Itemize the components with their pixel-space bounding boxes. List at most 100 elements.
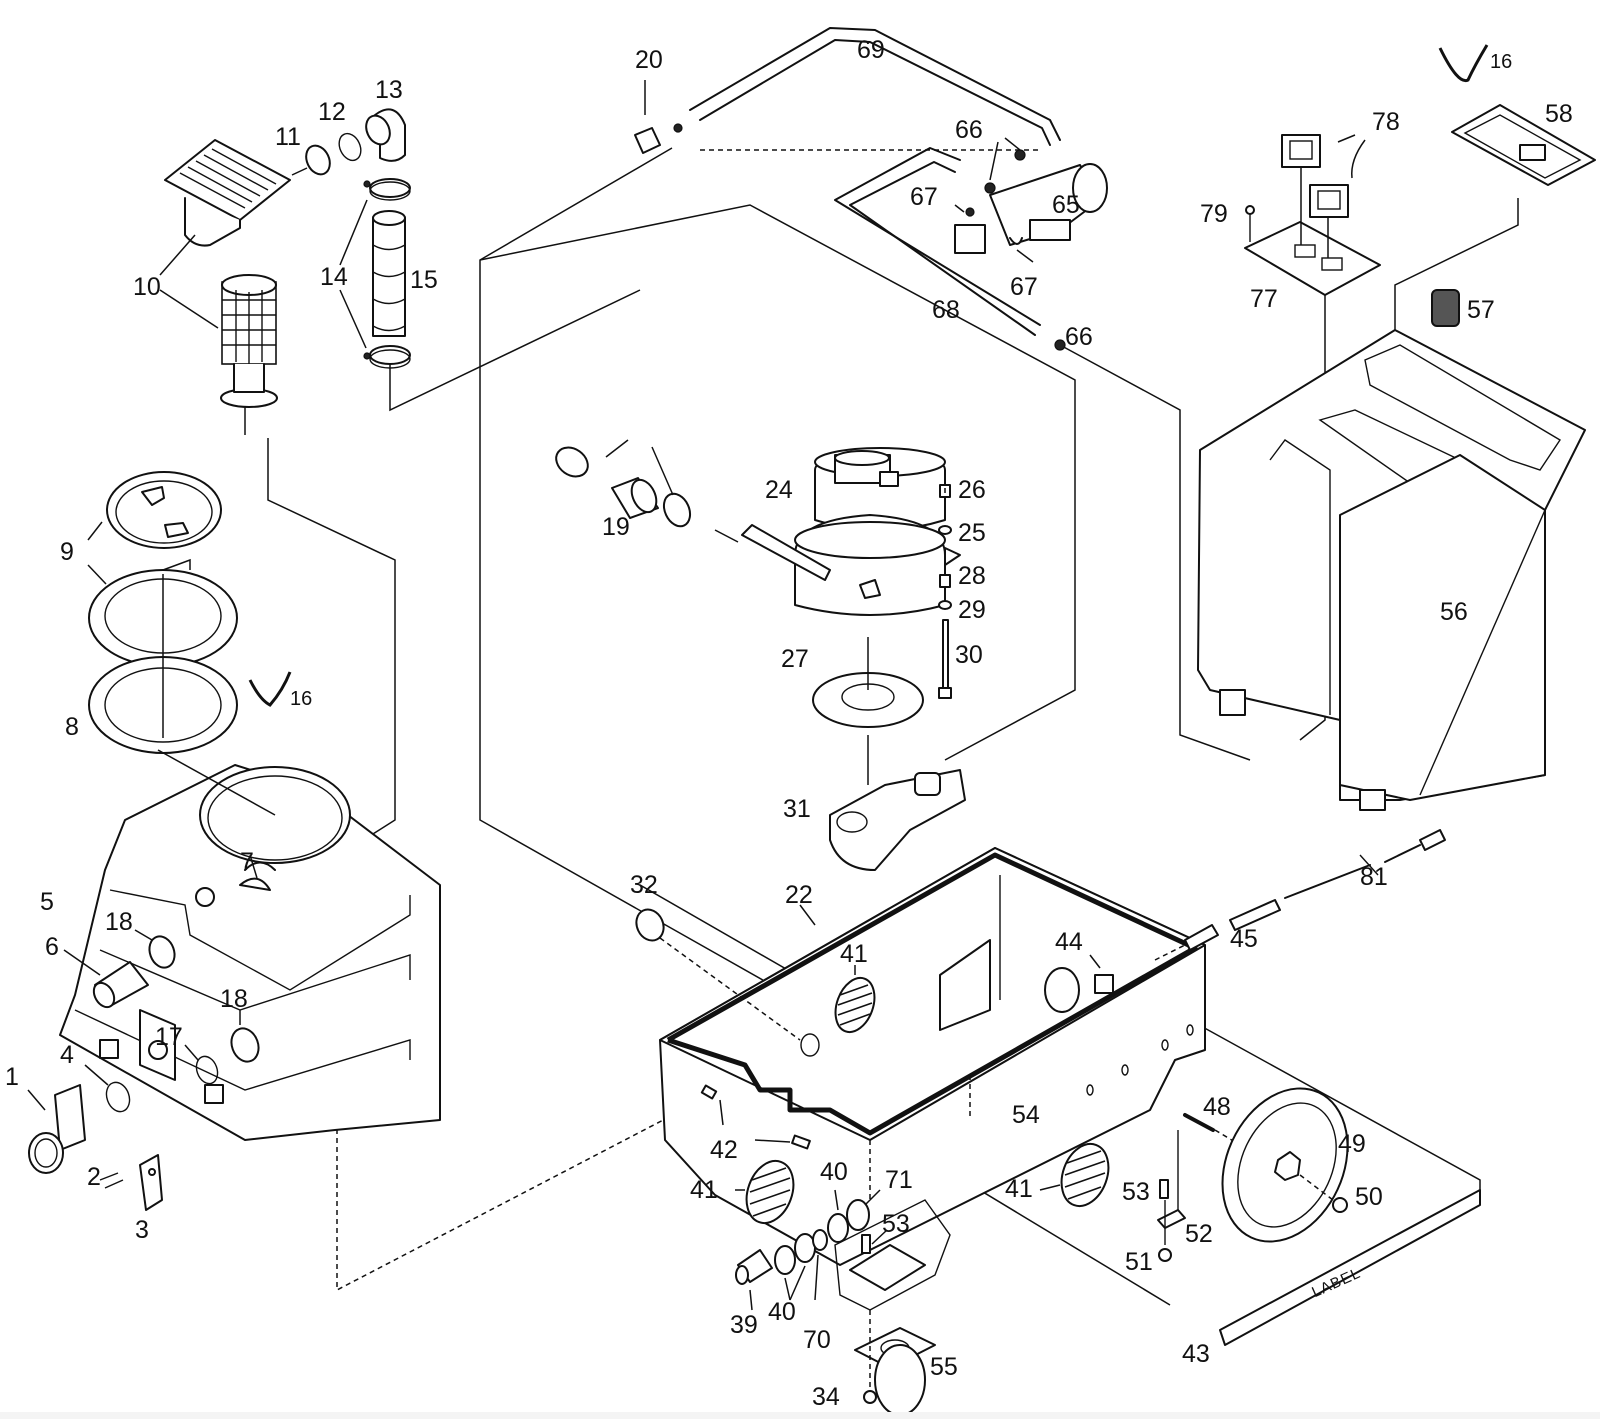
callout-66-bottom: 66 xyxy=(1065,323,1093,351)
callout-28: 28 xyxy=(958,562,986,590)
part-14-clamp-motor-left xyxy=(555,439,629,478)
caster-mount-plate xyxy=(834,1199,951,1311)
part-10-filter-cover xyxy=(164,139,291,247)
callout-22: 22 xyxy=(785,881,813,909)
part-16-strap-right xyxy=(1438,44,1489,83)
part-14-clamp-motor-right xyxy=(651,446,692,528)
part-41-vent-grille-inner xyxy=(834,965,876,1034)
callout-79: 79 xyxy=(1200,200,1228,228)
part-2-screws xyxy=(99,1172,124,1189)
part-1-drain-valve xyxy=(27,1084,86,1174)
callout-17: 17 xyxy=(155,1023,183,1051)
part-28-nut xyxy=(939,574,951,588)
callout-65: 65 xyxy=(1052,191,1080,219)
callout-42: 42 xyxy=(710,1136,738,1164)
callout-68: 68 xyxy=(932,296,960,324)
part-53-screw-right xyxy=(1159,1179,1169,1199)
part-57-filter xyxy=(1431,289,1460,327)
callout-7: 7 xyxy=(240,848,254,876)
callout-6: 6 xyxy=(45,933,59,961)
callout-48: 48 xyxy=(1203,1093,1231,1121)
callout-50: 50 xyxy=(1355,1183,1383,1211)
callout-77: 77 xyxy=(1250,285,1278,313)
part-49-wheel xyxy=(1221,1087,1349,1243)
callout-53-caster: 53 xyxy=(882,1210,910,1238)
callout-44: 44 xyxy=(1055,928,1083,956)
part-17-o-ring xyxy=(184,1044,219,1085)
part-18-nut-upper xyxy=(134,929,176,969)
part-13-elbow xyxy=(365,108,406,162)
callout-45: 45 xyxy=(1230,925,1258,953)
callout-18-upper: 18 xyxy=(105,908,133,936)
callout-41-side: 41 xyxy=(1005,1175,1033,1203)
callout-30: 30 xyxy=(955,641,983,669)
part-45-strain-relief xyxy=(1154,899,1281,961)
callout-53-right: 53 xyxy=(1122,1178,1150,1206)
callout-25: 25 xyxy=(958,519,986,547)
callout-3: 3 xyxy=(135,1216,149,1244)
callout-81: 81 xyxy=(1360,863,1388,891)
part-8-gasket xyxy=(88,558,238,754)
callout-19: 19 xyxy=(602,513,630,541)
callout-70: 70 xyxy=(803,1326,831,1354)
part-48-axle xyxy=(1183,1113,1241,1146)
part-68-hose xyxy=(834,147,1041,336)
callout-57: 57 xyxy=(1467,296,1495,324)
callout-31: 31 xyxy=(783,795,811,823)
part-51-nut xyxy=(1158,1248,1172,1262)
callout-39: 39 xyxy=(730,1311,758,1339)
part-16-strap-left xyxy=(248,671,292,707)
part-69-hose xyxy=(689,27,1061,146)
part-71-washer xyxy=(846,1189,881,1231)
part-56-solution-tank xyxy=(1197,329,1586,811)
callout-51: 51 xyxy=(1125,1248,1153,1276)
part-39-fitting xyxy=(735,1249,773,1311)
part-4-o-ring xyxy=(84,1064,131,1113)
part-77-switch-plate xyxy=(1244,167,1381,296)
part-9-lid xyxy=(87,471,222,549)
part-10-filter-basket xyxy=(159,234,278,408)
callout-26: 26 xyxy=(958,476,986,504)
callout-41-inner: 41 xyxy=(840,940,868,968)
part-5-recovery-tank xyxy=(59,749,441,1141)
callout-5: 5 xyxy=(40,888,54,916)
callout-58: 58 xyxy=(1545,100,1573,128)
part-78-switch-right xyxy=(1309,139,1366,218)
callout-78: 78 xyxy=(1372,108,1400,136)
part-12-o-ring xyxy=(338,132,362,162)
part-14-clamp-lower xyxy=(339,199,411,369)
part-50-hub-cap xyxy=(1299,1174,1348,1213)
callout-32: 32 xyxy=(630,871,658,899)
part-65-pump xyxy=(954,149,1108,351)
callout-29: 29 xyxy=(958,596,986,624)
part-42-clips xyxy=(700,1084,811,1150)
callout-34: 34 xyxy=(812,1383,840,1411)
part-41-vent-grille-side xyxy=(1039,1143,1110,1207)
part-78-switch-left xyxy=(1281,134,1356,168)
callout-66-top: 66 xyxy=(955,116,983,144)
callout-24: 24 xyxy=(765,476,793,504)
part-3-latch xyxy=(139,1154,163,1211)
part-24-vacuum-motor xyxy=(714,447,961,616)
callout-8: 8 xyxy=(65,713,79,741)
callout-16-right: 16 xyxy=(1490,51,1512,73)
callout-40-lower: 40 xyxy=(768,1298,796,1326)
callout-71: 71 xyxy=(885,1166,913,1194)
callout-49: 49 xyxy=(1338,1130,1366,1158)
callout-69: 69 xyxy=(857,36,885,64)
callout-67-right: 67 xyxy=(1010,273,1038,301)
assembly-lines xyxy=(244,147,1519,1306)
part-41-vent-grille-front xyxy=(735,1160,795,1224)
callout-56: 56 xyxy=(1440,598,1468,626)
bottom-border xyxy=(0,1412,1600,1419)
callout-16-left: 16 xyxy=(290,688,312,710)
callout-10: 10 xyxy=(133,273,161,301)
callout-1: 1 xyxy=(5,1063,19,1091)
callout-9: 9 xyxy=(60,538,74,566)
callout-4: 4 xyxy=(60,1041,74,1069)
part-26-nut xyxy=(939,470,951,520)
callout-54: 54 xyxy=(1012,1101,1040,1129)
part-6-hose-barb xyxy=(63,949,149,1009)
part-25-washer xyxy=(938,525,952,535)
part-14-clamp-upper xyxy=(363,178,411,201)
